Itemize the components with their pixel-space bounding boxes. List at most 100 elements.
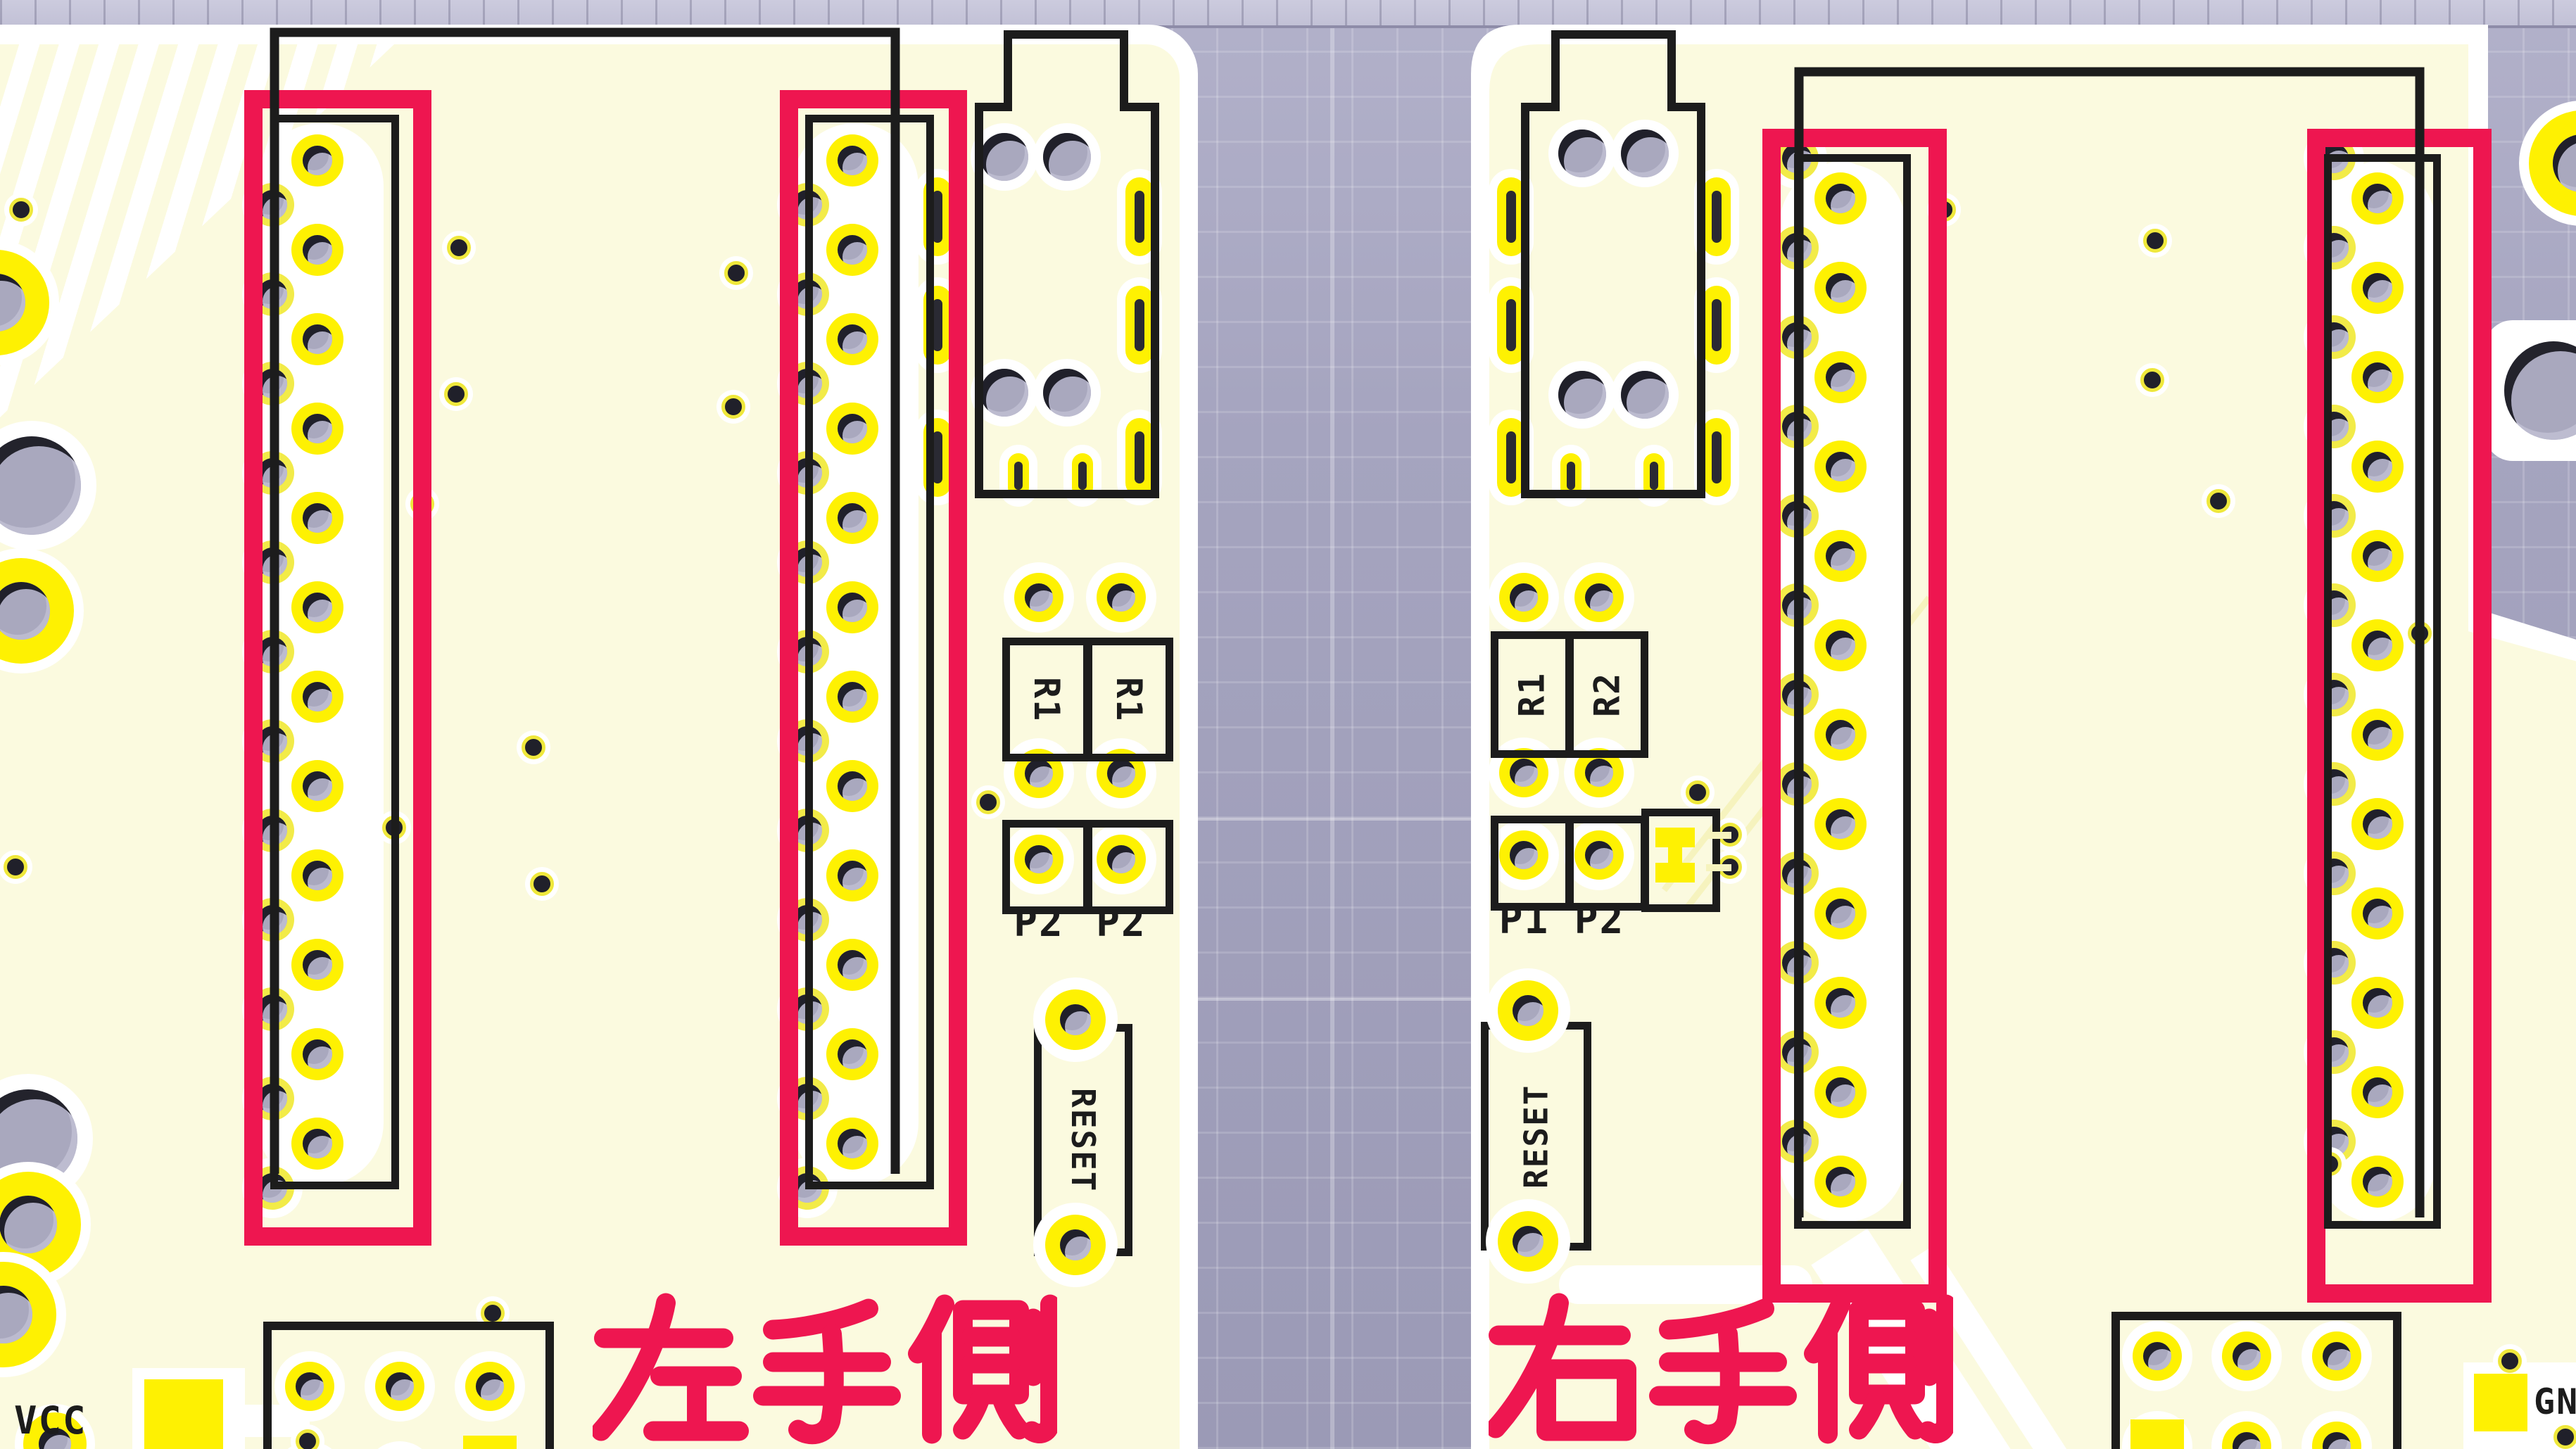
grid-horizon-strip bbox=[0, 0, 2576, 28]
mounting-pad bbox=[0, 1172, 81, 1277]
through-hole-pad bbox=[826, 224, 878, 276]
socket-outline-a bbox=[270, 115, 399, 1189]
through-hole-pad bbox=[1814, 798, 1867, 850]
via bbox=[2143, 229, 2167, 253]
pad-outline bbox=[1085, 820, 1173, 914]
usb-mount-hole bbox=[980, 133, 1028, 181]
component-pad bbox=[1499, 830, 1548, 880]
through-hole-pad bbox=[2351, 977, 2404, 1029]
usb-mount-hole bbox=[980, 369, 1028, 417]
through-hole-pad bbox=[826, 403, 878, 455]
through-hole-pad bbox=[291, 224, 343, 276]
reset-pad bbox=[1045, 1215, 1106, 1275]
through-hole-pad bbox=[1814, 709, 1867, 761]
mounting-pad bbox=[0, 1089, 77, 1188]
highlight-right-board-column-c bbox=[1762, 129, 1947, 1303]
through-hole-pad bbox=[826, 760, 878, 812]
through-hole-pad bbox=[291, 671, 343, 723]
jumper-trace bbox=[1706, 832, 1731, 839]
vcc-label: VCC bbox=[14, 1398, 87, 1443]
highlight-right-board-column-d bbox=[2307, 129, 2492, 1303]
through-hole-pad bbox=[1814, 530, 1867, 582]
via bbox=[2553, 1425, 2576, 1449]
through-hole-pad bbox=[826, 671, 878, 723]
component-pad bbox=[1014, 573, 1063, 622]
reset-pad bbox=[1498, 1211, 1558, 1272]
component-pad bbox=[2133, 1331, 2182, 1381]
component-pad bbox=[2312, 1331, 2361, 1381]
mounting-pad bbox=[2504, 341, 2576, 440]
through-hole-pad bbox=[291, 492, 343, 544]
through-hole-pad bbox=[826, 1028, 878, 1080]
via bbox=[724, 261, 748, 285]
usb-mount-hole bbox=[1558, 129, 1606, 177]
through-hole-pad bbox=[826, 134, 878, 186]
via bbox=[444, 382, 468, 406]
via bbox=[1686, 780, 1710, 804]
through-hole-pad bbox=[1814, 1066, 1867, 1118]
through-hole-pad bbox=[2351, 262, 2404, 314]
annotation-left-board bbox=[593, 1293, 1057, 1445]
through-hole-pad bbox=[826, 1118, 878, 1170]
through-hole-pad bbox=[2351, 709, 2404, 761]
grid-seam bbox=[1330, 0, 1334, 1449]
reset-label: RESET bbox=[1517, 1084, 1555, 1189]
through-hole-pad bbox=[1814, 172, 1867, 224]
through-hole-pad bbox=[826, 849, 878, 901]
jumper-bridge bbox=[1668, 843, 1682, 867]
component-pad bbox=[1574, 830, 1624, 880]
grid-major-line bbox=[0, 998, 2576, 1001]
resistor-ref: R2 bbox=[1586, 671, 1628, 718]
resistor-outline: R2 bbox=[1566, 631, 1648, 758]
socket-outline-c bbox=[1794, 154, 1911, 1229]
through-hole-pad bbox=[291, 403, 343, 455]
through-hole-pad bbox=[2351, 530, 2404, 582]
gnd-pad bbox=[2474, 1374, 2527, 1431]
through-hole-pad bbox=[826, 313, 878, 365]
socket-outline-b bbox=[805, 115, 934, 1189]
resistor-outline: R1 bbox=[1085, 638, 1173, 761]
pin1-square-pad bbox=[2130, 1419, 2184, 1449]
pad-ref: P2 bbox=[1574, 897, 1625, 943]
usb-mount-hole bbox=[1043, 133, 1091, 181]
via bbox=[9, 198, 33, 222]
through-hole-pad bbox=[291, 1118, 343, 1170]
through-hole-pad bbox=[291, 313, 343, 365]
component-pad bbox=[1097, 835, 1146, 884]
through-hole-pad bbox=[1814, 887, 1867, 939]
socket-outline-d bbox=[2324, 154, 2441, 1229]
component-pad bbox=[375, 1362, 424, 1411]
through-hole-pad bbox=[2351, 798, 2404, 850]
reset-label: RESET bbox=[1064, 1087, 1102, 1193]
through-hole-pad bbox=[1814, 619, 1867, 671]
through-hole-pad bbox=[291, 760, 343, 812]
usb-mount-hole bbox=[1621, 371, 1669, 419]
through-hole-pad bbox=[1814, 441, 1867, 493]
gnd-label: GND bbox=[2534, 1381, 2576, 1422]
through-hole-pad bbox=[1814, 977, 1867, 1029]
component-pad bbox=[1097, 573, 1146, 622]
resistor-ref: R1 bbox=[1109, 676, 1149, 723]
component-pad bbox=[2222, 1331, 2271, 1381]
component-pad bbox=[285, 1362, 334, 1411]
via bbox=[2206, 489, 2230, 513]
usb-connector-outline-left bbox=[975, 30, 1159, 498]
through-hole-pad bbox=[1814, 1156, 1867, 1208]
via bbox=[2140, 368, 2164, 392]
through-hole-pad bbox=[2351, 887, 2404, 939]
via bbox=[530, 872, 554, 896]
via bbox=[2498, 1349, 2522, 1373]
through-hole-pad bbox=[1814, 351, 1867, 403]
annotation-right-board bbox=[1489, 1293, 1953, 1445]
reset-pad bbox=[1498, 980, 1558, 1041]
through-hole-pad bbox=[291, 134, 343, 186]
usb-mount-hole bbox=[1621, 129, 1669, 177]
through-hole-pad bbox=[826, 939, 878, 991]
pin1-square-pad bbox=[463, 1436, 517, 1449]
pad-ref: P2 bbox=[1096, 899, 1147, 946]
resistor-outline: R1 bbox=[1002, 638, 1091, 761]
highlight-left-board-column-a bbox=[244, 90, 431, 1246]
usb-slot-pad bbox=[1125, 286, 1154, 365]
jumper-outline bbox=[1641, 809, 1720, 912]
component-pad bbox=[1574, 573, 1624, 622]
